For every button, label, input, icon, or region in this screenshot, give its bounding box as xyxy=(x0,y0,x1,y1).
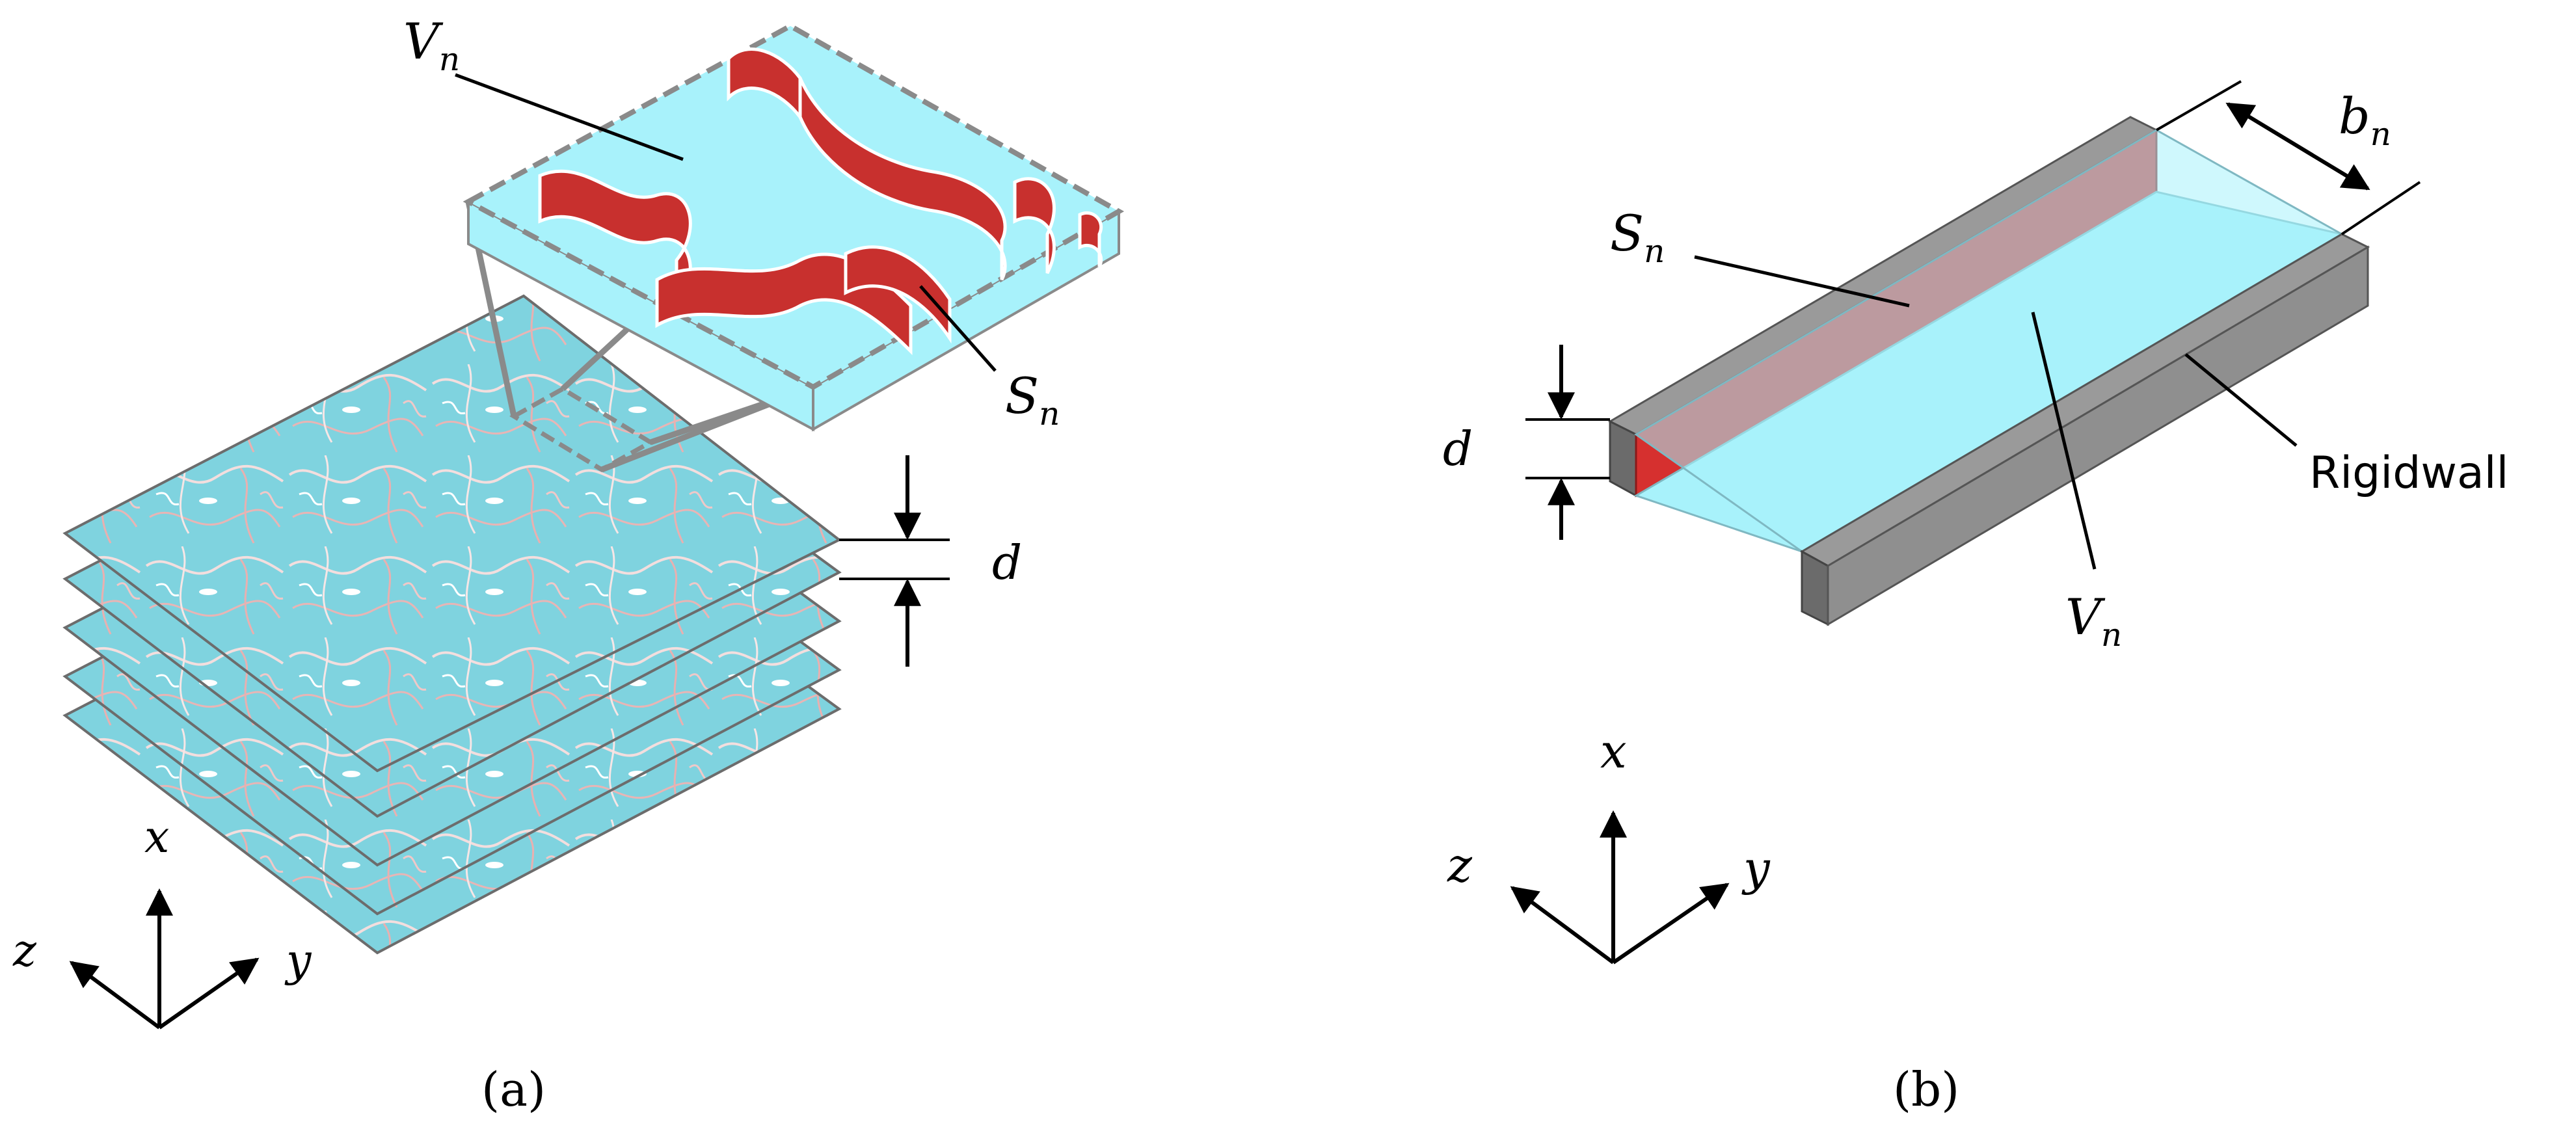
sheet-stack xyxy=(62,294,842,955)
axes-a xyxy=(69,888,260,1030)
wall-right-side xyxy=(1827,245,2369,626)
wall-left-front xyxy=(1609,420,1637,498)
volume-label-a: Vn xyxy=(403,12,460,78)
thickness-label-b: d xyxy=(1443,421,1473,476)
axis-y-label-b: y xyxy=(1741,841,1771,896)
wall-label-b: Rigidwall xyxy=(2309,447,2508,499)
width-indicator-b xyxy=(2156,80,2421,235)
wall-leader-b xyxy=(2184,353,2298,447)
axis-x-label-a: x xyxy=(144,812,169,863)
axis-x-label-b: x xyxy=(1600,724,1627,779)
axes-b xyxy=(1510,810,1730,965)
surface-leader-b xyxy=(1694,255,1910,308)
slab-top xyxy=(463,23,1125,390)
panel-a: Vn Sn d x y z (a) xyxy=(12,12,1125,1117)
panel-b: bn d Sn Vn Rigidwall x y z (b) xyxy=(1443,80,2508,1117)
volume-label-b: Vn xyxy=(2065,588,2122,654)
surface-leader-a xyxy=(919,285,997,372)
fiber-walls xyxy=(538,47,1103,356)
axis-z-label-b: z xyxy=(1447,838,1473,892)
volume-leader-b xyxy=(2031,312,2097,570)
width-label-b: bn xyxy=(2339,87,2391,153)
surface-label-b: Sn xyxy=(1610,204,1665,270)
axis-y-label-a: y xyxy=(284,935,312,987)
slab-side-right xyxy=(812,209,1120,432)
panel-a-caption: (a) xyxy=(481,1062,546,1117)
axis-z-label-a: z xyxy=(12,926,37,977)
magnified-slab xyxy=(463,23,1125,432)
volume-leader-a xyxy=(455,73,684,161)
thickness-indicator-b xyxy=(1525,345,1610,540)
surface-label-a: Sn xyxy=(1005,367,1060,433)
panel-b-caption: (b) xyxy=(1893,1062,1959,1117)
thickness-label-a: d xyxy=(992,535,1022,590)
thickness-indicator-a xyxy=(839,455,950,667)
